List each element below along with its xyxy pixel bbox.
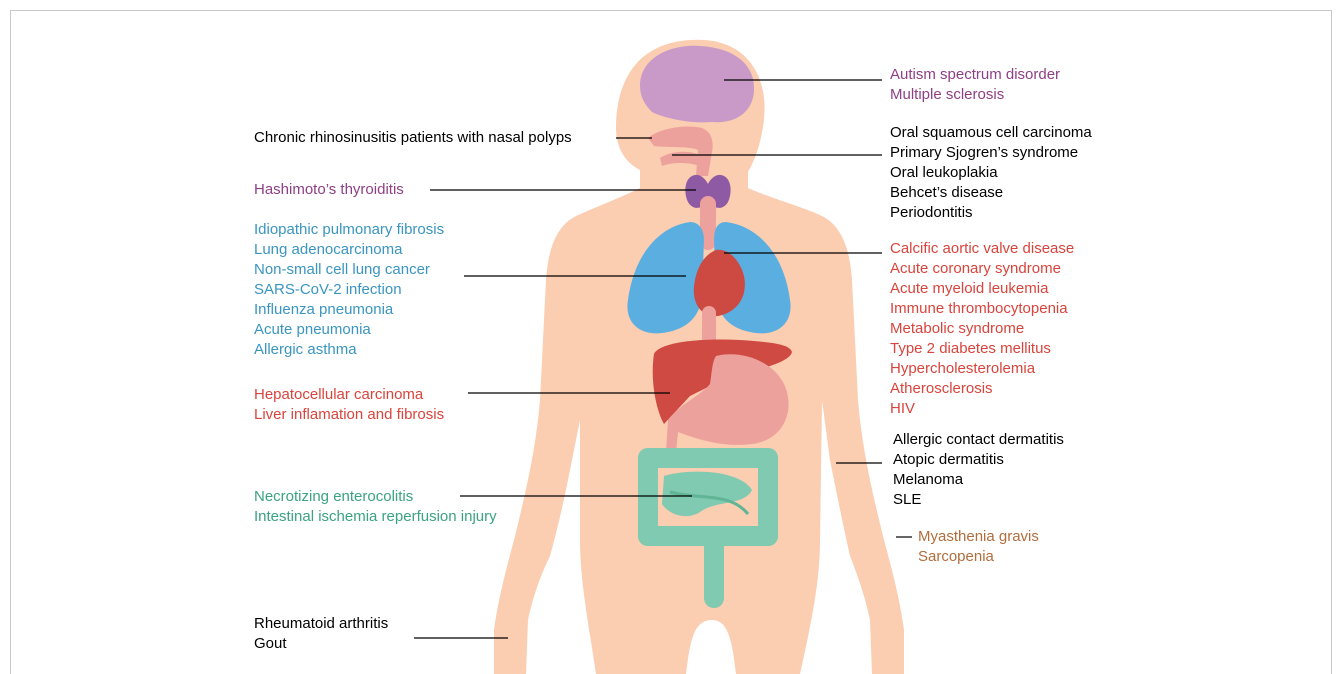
- list-item: Non-small cell lung cancer: [254, 260, 444, 280]
- heart-disease-list: Calcific aortic valve disease Acute coro…: [890, 239, 1074, 419]
- list-item: Atherosclerosis: [890, 379, 1074, 399]
- nasal-disease-list: Chronic rhinosinusitis patients with nas…: [254, 128, 572, 148]
- list-item: Gout: [254, 634, 388, 654]
- list-item: Behcet’s disease: [890, 183, 1092, 203]
- list-item: Oral leukoplakia: [890, 163, 1092, 183]
- list-item: Liver inflamation and fibrosis: [254, 405, 444, 425]
- list-item: Atopic dermatitis: [893, 450, 1064, 470]
- list-item: Acute coronary syndrome: [890, 259, 1074, 279]
- list-item: Periodontitis: [890, 203, 1092, 223]
- skin-disease-list: Allergic contact dermatitis Atopic derma…: [893, 430, 1064, 510]
- list-item: SARS-CoV-2 infection: [254, 280, 444, 300]
- brain-disease-list: Autism spectrum disorder Multiple sclero…: [890, 65, 1060, 105]
- list-item: Calcific aortic valve disease: [890, 239, 1074, 259]
- list-item: Hepatocellular carcinoma: [254, 385, 444, 405]
- list-item: Metabolic syndrome: [890, 319, 1074, 339]
- lung-disease-list: Idiopathic pulmonary fibrosis Lung adeno…: [254, 220, 444, 360]
- list-item: Type 2 diabetes mellitus: [890, 339, 1074, 359]
- list-item: Intestinal ischemia reperfusion injury: [254, 507, 497, 527]
- brain-organ: [640, 46, 754, 123]
- list-item: HIV: [890, 399, 1074, 419]
- thyroid-disease-list: Hashimoto’s thyroiditis: [254, 180, 404, 200]
- joint-disease-list: Rheumatoid arthritis Gout: [254, 614, 388, 654]
- list-item: Chronic rhinosinusitis patients with nas…: [254, 128, 572, 148]
- intestine-disease-list: Necrotizing enterocolitis Intestinal isc…: [254, 487, 497, 527]
- list-item: Acute myeloid leukemia: [890, 279, 1074, 299]
- list-item: Melanoma: [893, 470, 1064, 490]
- list-item: Multiple sclerosis: [890, 85, 1060, 105]
- list-item: Allergic contact dermatitis: [893, 430, 1064, 450]
- list-item: Oral squamous cell carcinoma: [890, 123, 1092, 143]
- muscle-disease-list: Myasthenia gravis Sarcopenia: [918, 527, 1039, 567]
- list-item: Allergic asthma: [254, 340, 444, 360]
- list-item: Idiopathic pulmonary fibrosis: [254, 220, 444, 240]
- list-item: Primary Sjogren’s syndrome: [890, 143, 1092, 163]
- list-item: Hypercholesterolemia: [890, 359, 1074, 379]
- list-item: Myasthenia gravis: [918, 527, 1039, 547]
- list-item: Immune thrombocytopenia: [890, 299, 1074, 319]
- list-item: Rheumatoid arthritis: [254, 614, 388, 634]
- list-item: Autism spectrum disorder: [890, 65, 1060, 85]
- list-item: Sarcopenia: [918, 547, 1039, 567]
- oral-disease-list: Oral squamous cell carcinoma Primary Sjo…: [890, 123, 1092, 223]
- liver-disease-list: Hepatocellular carcinoma Liver inflamati…: [254, 385, 444, 425]
- list-item: Acute pneumonia: [254, 320, 444, 340]
- list-item: SLE: [893, 490, 1064, 510]
- list-item: Hashimoto’s thyroiditis: [254, 180, 404, 200]
- list-item: Necrotizing enterocolitis: [254, 487, 497, 507]
- list-item: Influenza pneumonia: [254, 300, 444, 320]
- list-item: Lung adenocarcinoma: [254, 240, 444, 260]
